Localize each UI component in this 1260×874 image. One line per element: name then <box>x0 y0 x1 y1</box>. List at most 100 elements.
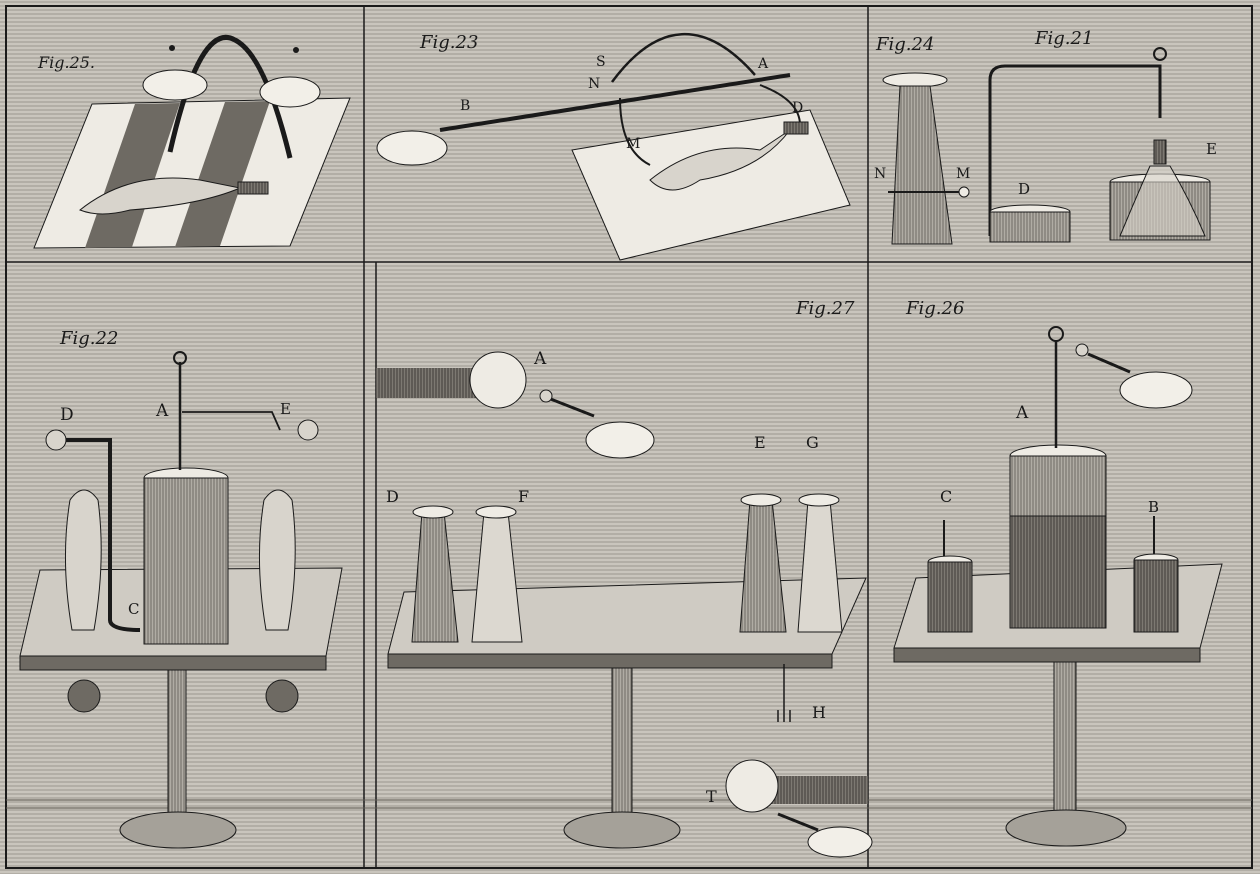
fig26-letter-a: A <box>1015 403 1029 423</box>
fig27-hand-bottom <box>807 826 873 858</box>
fig22-letter-c: C <box>128 600 139 618</box>
fig26-discharge-rod <box>1087 352 1131 374</box>
panel-fig26: Fig.26 A C B <box>893 298 1223 847</box>
fig24-letter-m: M <box>956 166 970 182</box>
fig25-coil <box>237 181 269 195</box>
fig27-table-edge <box>387 653 833 669</box>
fig22-ball-left <box>45 429 67 451</box>
fig26-rod-ball <box>1075 343 1089 357</box>
fig22-letter-e: E <box>280 400 291 418</box>
fig22-knob-left <box>67 679 101 713</box>
fig23-arc-wire <box>610 32 756 83</box>
fig26-stand-pole <box>1053 661 1077 821</box>
fig23-letter-d: D <box>792 100 803 116</box>
fig27-vessel-d-top <box>412 505 454 519</box>
fig21-dish <box>989 211 1071 243</box>
fig22-jar <box>143 477 229 645</box>
fig21-bent-wire <box>988 64 1162 236</box>
panel-fig21: Fig.21 D E <box>988 28 1217 243</box>
fig22-ball-right <box>297 419 319 441</box>
fig24-knob <box>958 186 970 198</box>
fig21-coil <box>1153 139 1167 165</box>
fig21-title: Fig.21 <box>1034 28 1093 49</box>
fig26-letter-b: B <box>1148 498 1159 516</box>
panel-fig27: Fig.27 A D F E G H T <box>376 298 873 858</box>
fig22-stand-pole <box>167 669 187 821</box>
panel-fig23: Fig.23 S N A B M D <box>376 32 851 261</box>
fig26-letter-c: C <box>940 487 952 506</box>
fig27-stand-pole <box>611 667 633 819</box>
fig22-letter-d: D <box>60 405 74 425</box>
fig27-rod-bottom <box>777 812 819 832</box>
fig26-small-jar-b <box>1133 559 1179 633</box>
fig25-wire-end-left <box>169 45 175 51</box>
fig24-funnel-top <box>882 72 948 88</box>
fig27-hand-top <box>585 421 655 459</box>
fig27-letter-f: F <box>518 487 529 506</box>
fig23-lower-wire <box>619 84 801 166</box>
fig24-title: Fig.24 <box>875 34 934 55</box>
fig27-letter-e: E <box>754 433 766 452</box>
fig23-letter-a: A <box>757 56 769 72</box>
fig24-letter-n: N <box>874 166 886 182</box>
fig23-letter-m: M <box>626 136 640 152</box>
fig22-letter-a: A <box>155 401 169 421</box>
fig22-wire-left <box>56 438 141 632</box>
fig21-letter-e: E <box>1206 140 1217 158</box>
plate-border <box>5 5 1253 869</box>
fig22-frog-left <box>64 489 102 631</box>
fig21-hook <box>1153 47 1167 61</box>
fig21-frog <box>1119 165 1206 237</box>
fig27-title: Fig.27 <box>795 298 855 319</box>
fig27-vessel-g-top <box>798 493 840 507</box>
fig25-frog <box>79 177 242 215</box>
fig27-stand-base <box>563 811 681 849</box>
fig25-title: Fig.25. <box>37 53 95 72</box>
fig23-letter-s: S <box>596 54 606 70</box>
fig26-hand <box>1119 371 1193 409</box>
fig27-letter-h: H <box>812 703 826 722</box>
panel-dividers <box>6 6 1252 868</box>
fig25-hand-left <box>142 69 208 101</box>
fig23-letter-n: N <box>588 76 600 92</box>
fig27-sphere-bottom <box>725 759 779 813</box>
fig23-coil <box>783 121 809 135</box>
panel-fig22: Fig.22 D A E C <box>19 328 343 849</box>
fig27-vessel-e-top <box>740 493 782 507</box>
fig25-wire-end-right <box>293 47 299 53</box>
fig22-knob-right <box>265 679 299 713</box>
fig27-wire-h <box>777 664 791 722</box>
fig23-title: Fig.23 <box>419 32 478 53</box>
panel-fig25: Fig.25. <box>33 34 351 249</box>
fig23-board <box>571 109 851 261</box>
fig27-letter-a: A <box>533 349 547 369</box>
fig23-letter-b: B <box>460 98 470 114</box>
fig27-conductor-top <box>376 368 486 398</box>
fig27-sphere-top <box>469 351 527 409</box>
fig23-frog <box>649 129 791 191</box>
fig21-letter-d: D <box>1018 180 1030 198</box>
fig22-title: Fig.22 <box>59 328 118 349</box>
fig26-small-jar-c <box>927 561 973 633</box>
fig22-jar-hook <box>173 351 187 365</box>
fig23-hand <box>376 130 448 166</box>
panel-fig24: Fig.24 N M <box>874 34 970 245</box>
fig27-vessel-f-top <box>475 505 517 519</box>
fig22-frog-right <box>258 489 296 631</box>
fig22-stand-base <box>119 811 237 849</box>
fig26-stand-base <box>1005 809 1127 847</box>
fig27-letter-d: D <box>386 487 399 506</box>
fig22-wire-right <box>182 411 281 431</box>
fig25-hand-right <box>259 76 321 108</box>
fig26-table-edge <box>893 647 1201 663</box>
fig26-jar-hook <box>1048 326 1064 342</box>
fig27-letter-g: G <box>806 433 819 452</box>
fig22-table-edge <box>19 655 327 671</box>
fig25-stripe-2 <box>175 101 270 247</box>
fig23-rod <box>439 73 791 132</box>
fig27-rod-top <box>547 396 595 418</box>
fig27-rod-ball-top <box>539 389 553 403</box>
fig26-title: Fig.26 <box>905 298 964 319</box>
fig27-letter-t: T <box>706 787 717 806</box>
